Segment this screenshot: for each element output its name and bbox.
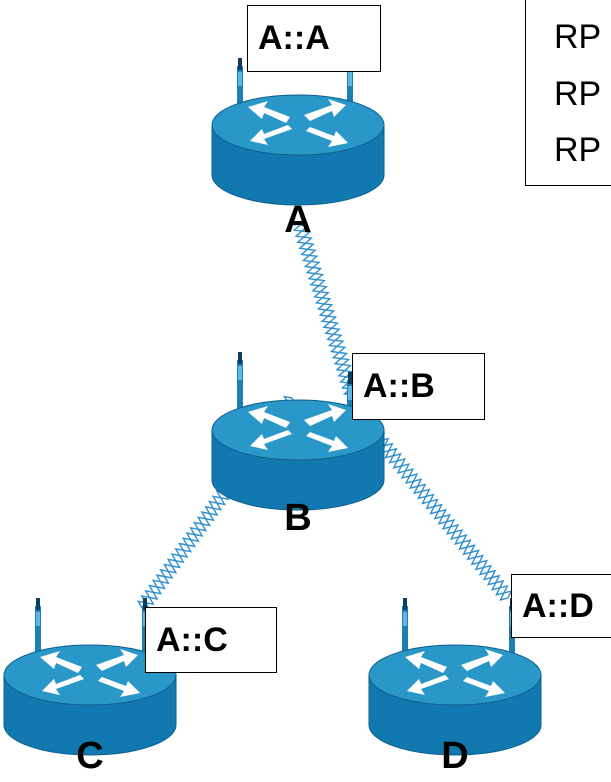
router-b: B	[211, 352, 385, 539]
antenna-icon	[35, 598, 41, 681]
antenna-icon	[402, 598, 408, 681]
legend-line-2: RP	[554, 75, 602, 113]
legend-line-3: RP	[554, 131, 602, 169]
router-label-b: B	[284, 497, 311, 539]
address-label-c: A::C	[145, 607, 277, 673]
router-icon	[211, 399, 385, 511]
legend-line-1: RP	[554, 18, 602, 56]
routers: A B C D	[3, 58, 542, 777]
wireless-link-icon	[292, 224, 360, 396]
router-arrows-icon	[40, 649, 140, 697]
address-label-a: A::A	[247, 5, 381, 72]
router-c: C	[3, 598, 177, 777]
address-label-d: A::D	[511, 574, 611, 638]
router-arrows-icon	[405, 649, 505, 697]
router-icon	[211, 94, 385, 206]
router-d: D	[368, 598, 542, 777]
legend-box: RP RP RP	[525, 0, 611, 186]
antenna-icon	[237, 352, 243, 436]
router-arrows-icon	[248, 99, 348, 147]
address-label-b: A::B	[352, 353, 485, 420]
router-a: A	[211, 58, 385, 241]
router-icon	[3, 644, 177, 756]
router-label-a: A	[284, 199, 311, 241]
router-label-c: C	[76, 735, 103, 777]
router-icon	[368, 644, 542, 756]
router-arrows-icon	[248, 404, 348, 452]
antenna-icon	[237, 58, 243, 131]
router-label-d: D	[441, 735, 468, 777]
